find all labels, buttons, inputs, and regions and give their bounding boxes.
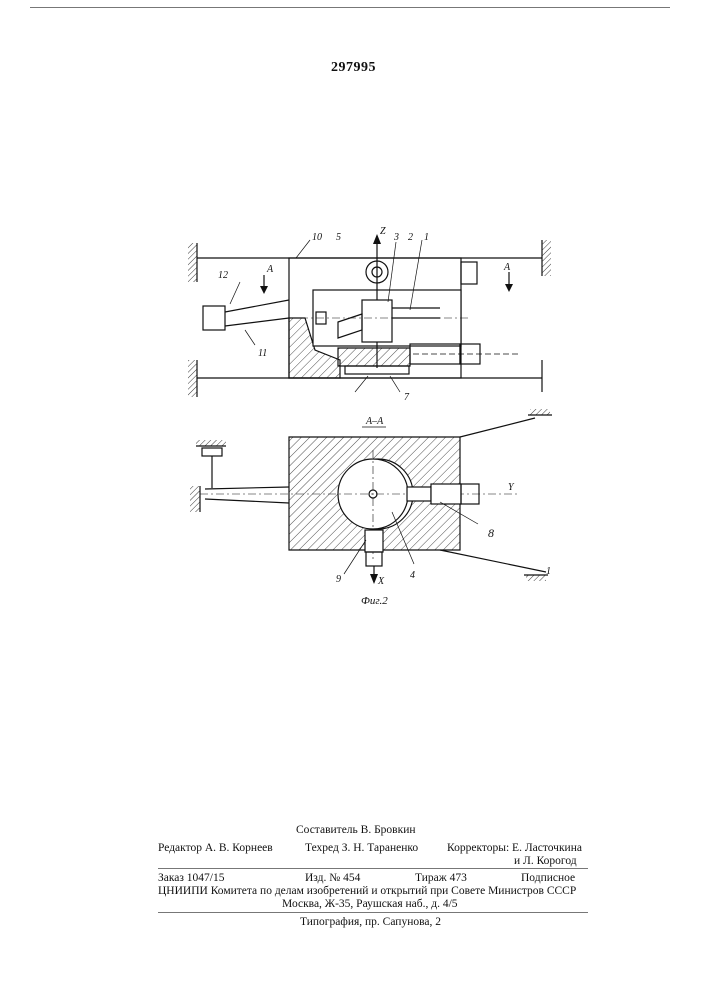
imprint-organization: ЦНИИПИ Комитета по делам изобретений и о…: [158, 885, 576, 898]
label-z: Z: [380, 226, 386, 237]
imprint-divider: [158, 868, 588, 869]
imprint-editor: Редактор А. В. Корнеев: [158, 842, 273, 855]
label-7: 7: [404, 392, 410, 403]
section-title-a-a: A–A: [365, 416, 384, 427]
label-x: X: [377, 576, 385, 587]
section-mark-a-left: A: [266, 264, 274, 275]
label-12: 12: [218, 270, 228, 281]
label-2: 2: [408, 232, 413, 243]
imprint-order: Заказ 1047/15: [158, 872, 225, 885]
label-1-bottom: 1: [546, 566, 551, 577]
figure-caption: Фиг.2: [361, 595, 388, 607]
label-5: 5: [336, 232, 341, 243]
label-10: 10: [312, 232, 322, 243]
imprint-techred: Техред З. Н. Тараненко: [305, 842, 418, 855]
imprint-tirazh: Тираж 473: [415, 872, 467, 885]
label-1-top: 1: [424, 232, 429, 243]
label-4: 4: [410, 570, 415, 581]
lower-view: [190, 409, 552, 584]
imprint-correctors-2: и Л. Корогод: [514, 855, 577, 868]
label-11: 11: [258, 348, 267, 359]
imprint-bottom-divider: [158, 912, 588, 913]
label-3: 3: [393, 232, 399, 243]
imprint-typography: Типография, пр. Сапунова, 2: [300, 916, 441, 929]
label-8: 8: [488, 526, 494, 540]
imprint-izd: Изд. № 454: [305, 872, 360, 885]
label-9: 9: [336, 574, 341, 585]
section-mark-a-right: A: [503, 262, 511, 273]
upper-view: [188, 234, 551, 397]
imprint-address: Москва, Ж-35, Раушская наб., д. 4/5: [282, 898, 458, 911]
imprint-podpisnoe: Подписное: [521, 872, 575, 885]
label-y: Y: [508, 482, 515, 493]
imprint-compiler: Составитель В. Бровкин: [296, 824, 416, 837]
imprint-correctors-1: Корректоры: Е. Ласточкина: [447, 842, 582, 855]
